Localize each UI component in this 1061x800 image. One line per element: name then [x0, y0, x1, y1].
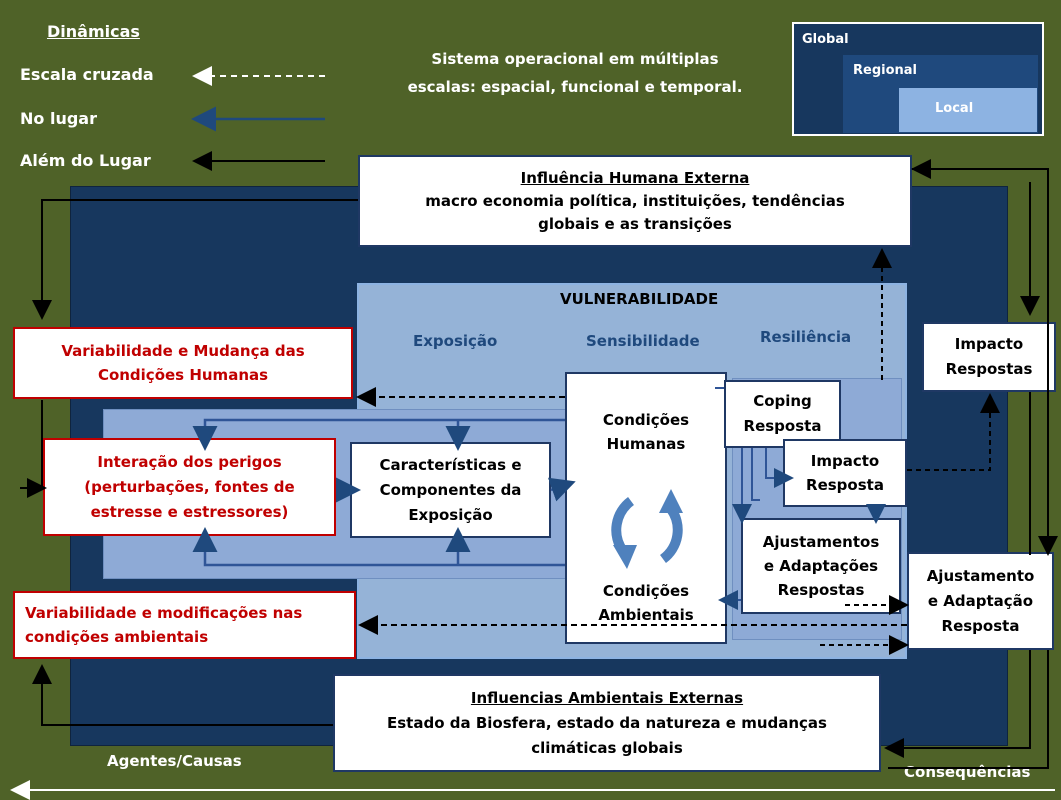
coping-box: Coping Resposta: [724, 380, 841, 448]
impact-outer-line-2: Respostas: [945, 360, 1033, 378]
env-conditions-change-box: Variabilidade e modificações nas condiçõ…: [13, 591, 356, 659]
adjust-inner-box: Ajustamentos e Adaptações Respostas: [741, 518, 901, 614]
external-human-influence-box: Influência Humana Externa macro economia…: [358, 155, 912, 247]
resilience-label: Resiliência: [760, 328, 852, 346]
env-conditions-line-1: Condições: [602, 582, 690, 600]
adjust-outer-box: Ajustamento e Adaptação Resposta: [907, 552, 1054, 650]
adjust-inner-line-1: Ajustamentos: [762, 533, 880, 551]
env-conditions-line-2: Ambientais: [598, 606, 694, 624]
external-human-line-2: globais e as transições: [538, 214, 732, 233]
external-env-line-1: Estado da Biosfera, estado da natureza e…: [387, 713, 827, 732]
impact-inner-line-2: Resposta: [806, 476, 884, 494]
external-human-title: Influência Humana Externa: [520, 168, 750, 187]
scale-local-box: Local: [899, 88, 1037, 132]
adjust-inner-line-3: Respostas: [777, 581, 865, 599]
env-conditions-text: Condições Ambientais: [567, 579, 725, 627]
exposure-components-box: Características e Componentes da Exposiç…: [350, 442, 551, 538]
adjust-outer-line-1: Ajustamento: [926, 566, 1035, 585]
system-line-1: Sistema operacional em múltiplas: [431, 50, 719, 68]
external-env-influence-box: Influencias Ambientais Externas Estado d…: [333, 674, 881, 772]
coping-line-2: Resposta: [743, 417, 822, 435]
adjust-outer-line-3: Resposta: [941, 616, 1020, 635]
consequences-label: Consequências: [904, 763, 1031, 781]
legend-in-place: No lugar: [20, 109, 97, 128]
cycle-arrows-icon: [611, 489, 683, 569]
human-conditions-line-2: Humanas: [606, 435, 686, 453]
env-change-line-1: Variabilidade e modificações nas: [25, 604, 303, 622]
sensitivity-label: Sensibilidade: [586, 332, 700, 350]
conditions-box: Condições Humanas Condições Ambientais: [565, 372, 727, 644]
external-env-line-2: climáticas globais: [531, 738, 683, 757]
system-description: Sistema operacional em múltiplas escalas…: [365, 45, 785, 101]
external-env-title: Influencias Ambientais Externas: [470, 688, 744, 707]
external-human-line-1: macro economia política, instituições, t…: [425, 191, 845, 210]
scale-local-label: Local: [935, 101, 974, 116]
hazard-line-2: (perturbações, fontes de: [84, 477, 295, 496]
human-conditions-line-1: Condições: [602, 411, 690, 429]
scale-regional-label: Regional: [853, 63, 918, 78]
adjust-outer-line-2: e Adaptação: [927, 591, 1034, 610]
exposure-comp-line-3: Exposição: [408, 505, 493, 524]
env-change-line-2: condições ambientais: [25, 628, 209, 646]
hazard-line-3: estresse e estressores): [90, 502, 289, 521]
legend-cross-scale: Escala cruzada: [20, 65, 154, 84]
legend-title: Dinâmicas: [47, 22, 140, 41]
coping-line-1: Coping: [753, 392, 812, 410]
impact-outer-box: Impacto Respostas: [922, 322, 1056, 392]
system-line-2: escalas: espacial, funcional e temporal.: [407, 78, 743, 96]
impact-inner-box: Impacto Resposta: [783, 439, 907, 507]
impact-inner-line-1: Impacto: [810, 452, 880, 470]
human-change-line-1: Variabilidade e Mudança das: [61, 342, 305, 360]
hazard-interaction-box: Interação dos perigos (perturbações, fon…: [43, 438, 336, 536]
vulnerability-title: VULNERABILIDADE: [560, 290, 719, 308]
impact-outer-line-1: Impacto: [954, 335, 1024, 353]
human-conditions-text: Condições Humanas: [567, 408, 725, 456]
scale-global-label: Global: [802, 32, 849, 47]
exposure-comp-line-2: Componentes da: [379, 480, 522, 499]
legend-beyond-place: Além do Lugar: [20, 151, 151, 170]
human-change-line-2: Condições Humanas: [97, 366, 269, 384]
exposure-label: Exposição: [413, 332, 498, 350]
exposure-comp-line-1: Características e: [379, 455, 522, 474]
human-conditions-change-box: Variabilidade e Mudança das Condições Hu…: [13, 327, 353, 399]
adjust-inner-line-2: e Adaptações: [763, 557, 879, 575]
causes-label: Agentes/Causas: [107, 752, 242, 770]
hazard-line-1: Interação dos perigos: [97, 452, 282, 471]
